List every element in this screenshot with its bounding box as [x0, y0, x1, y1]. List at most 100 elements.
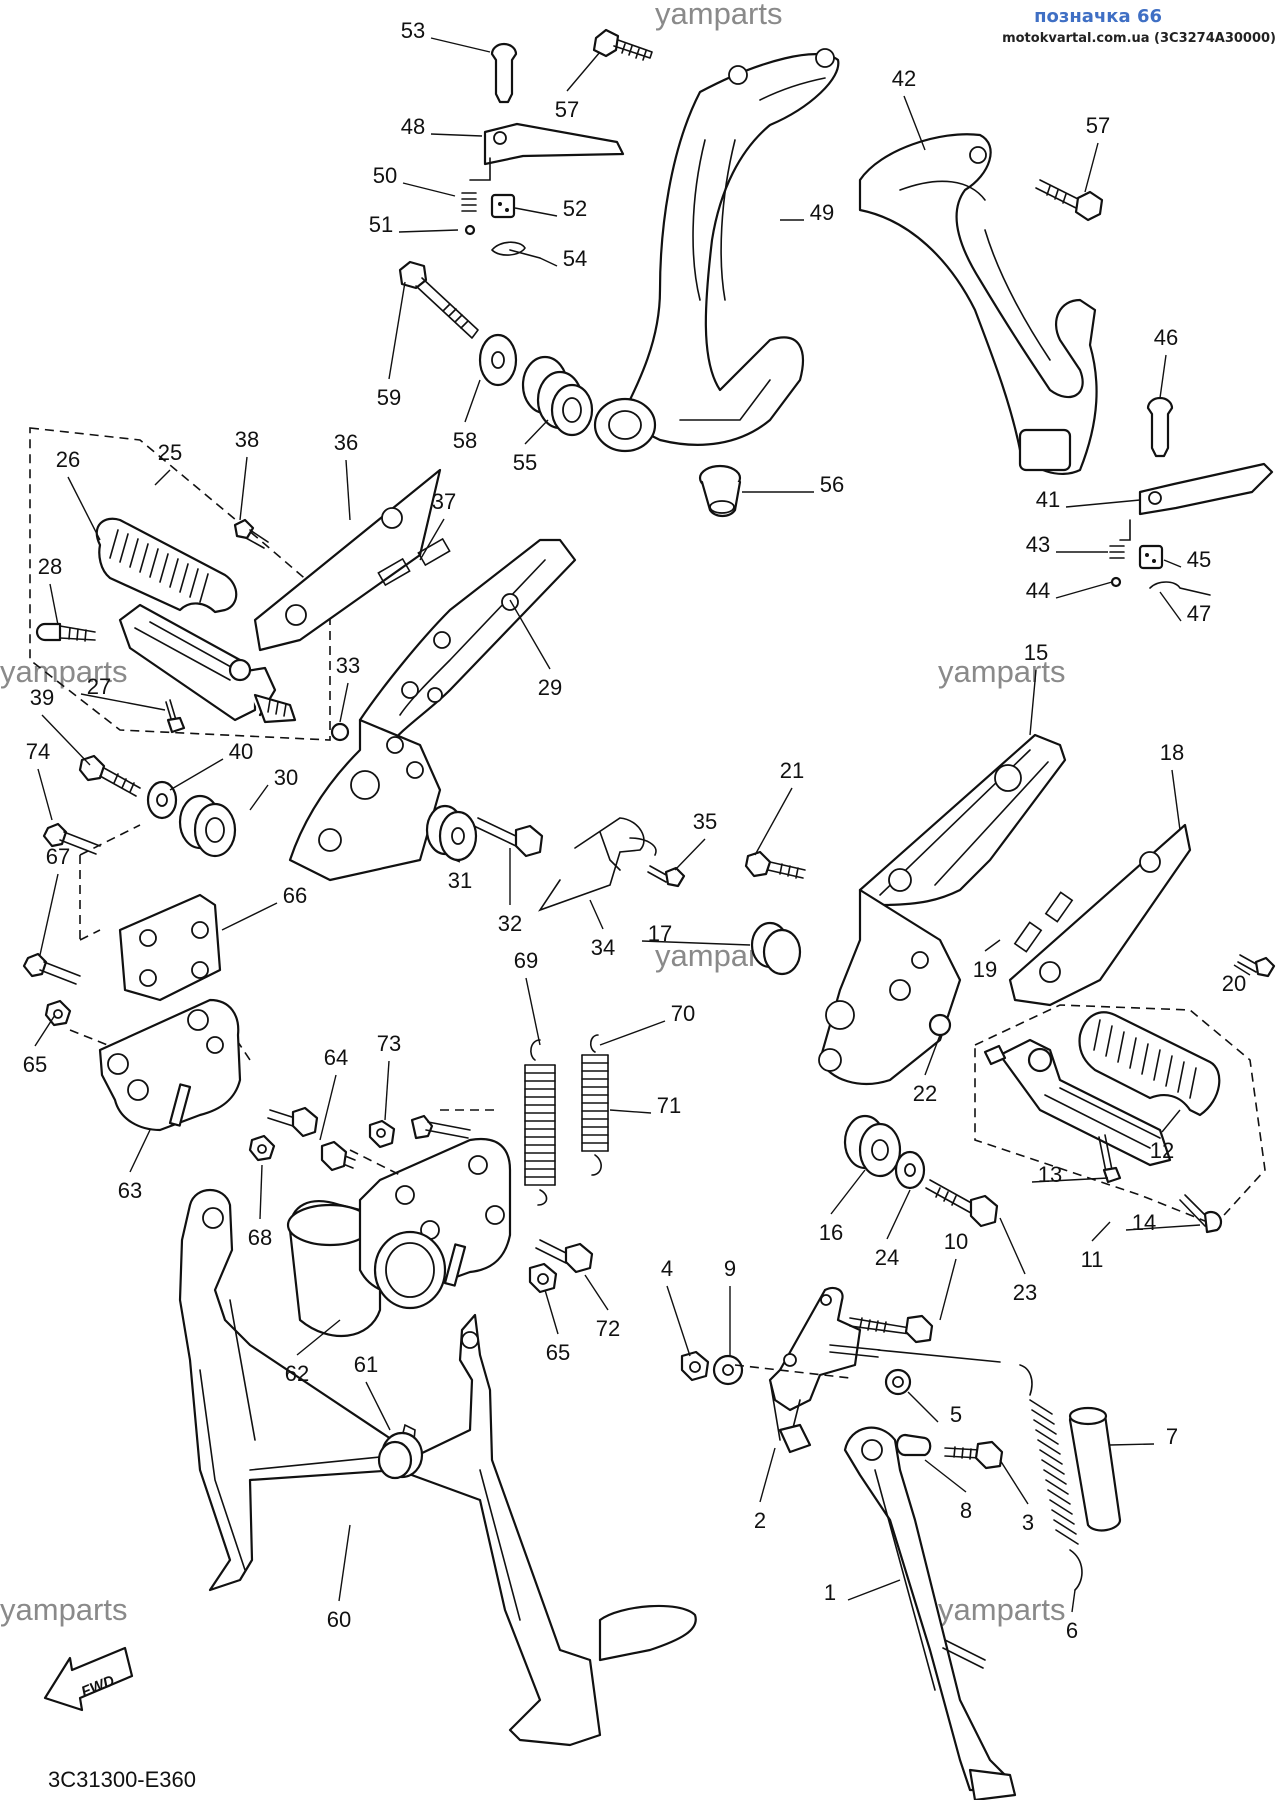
leader-line-p54: [539, 257, 558, 267]
washer-33: [330, 722, 350, 742]
leader-line-p16: [830, 1169, 866, 1215]
part-number-p36: 36: [334, 430, 358, 455]
washer-22: [928, 1013, 952, 1037]
part-number-p45: 45: [1187, 547, 1211, 572]
part-number-p65b: 65: [546, 1340, 570, 1365]
leader-line-p35: [674, 838, 706, 871]
leader-line-p10: [939, 1258, 957, 1321]
leader-line-p36: [345, 459, 351, 521]
bolt-57-right: [1035, 179, 1104, 222]
bolt-74: [42, 822, 101, 855]
part-number-p4: 4: [661, 1256, 673, 1281]
leader-line-p23: [999, 1217, 1026, 1275]
leader-lines: [34, 37, 1251, 1613]
watermark-bottom-right: yamparts: [938, 1592, 1065, 1627]
screw-35: [647, 865, 686, 888]
leader-line-p42: [903, 95, 926, 151]
leader-line-p61: [365, 1381, 391, 1431]
leader-line-p41: [1065, 499, 1141, 508]
leader-line-p70: [599, 1020, 666, 1046]
footrest-rubber-26: [95, 517, 238, 614]
leader-line-p66: [221, 902, 278, 931]
part-number-p42: 42: [892, 66, 916, 91]
leader-line-p13: [1031, 1177, 1109, 1183]
part-number-p43: 43: [1026, 532, 1050, 557]
leader-line-p67: [39, 873, 59, 956]
part-number-p39: 39: [30, 685, 54, 710]
part-number-p56: 56: [820, 472, 844, 497]
leader-line-p6: [1071, 1589, 1076, 1613]
part-number-p68: 68: [248, 1225, 272, 1250]
leader-line-p3: [999, 1459, 1029, 1505]
part-number-p22: 22: [913, 1081, 937, 1106]
cover-plate-66: [118, 893, 222, 1002]
part-number-p71: 71: [657, 1093, 681, 1118]
leader-line-p59: [388, 281, 406, 380]
leader-line-p11: [1091, 1221, 1111, 1242]
collar-56: [698, 464, 742, 518]
part-number-p3: 3: [1022, 1510, 1034, 1535]
part-number-p23: 23: [1013, 1280, 1037, 1305]
leader-line-p57a: [566, 51, 601, 92]
bolt-10: [849, 1314, 934, 1344]
passenger-peg-right-small-parts: [1109, 396, 1274, 596]
part-number-p31: 31: [448, 868, 472, 893]
leader-line-p1: [847, 1579, 901, 1601]
pin-14: [1179, 1194, 1223, 1234]
part-number-p33: 33: [336, 653, 360, 678]
screw-20: [1237, 954, 1276, 978]
leader-line-p7: [1109, 1443, 1155, 1446]
leader-line-p22: [924, 1034, 941, 1076]
part-number-p13: 13: [1038, 1162, 1062, 1187]
part-number-p65a: 65: [23, 1052, 47, 1077]
part-number-p67: 67: [46, 844, 70, 869]
part-number-p50: 50: [373, 163, 397, 188]
part-number-p15: 15: [1024, 640, 1048, 665]
part-number-p10: 10: [944, 1229, 968, 1254]
part-number-p61: 61: [354, 1352, 378, 1377]
leader-line-p72: [584, 1274, 609, 1311]
leader-line-p44: [1055, 581, 1113, 599]
leader-line-p63: [129, 1129, 151, 1173]
leader-line-p17: [641, 940, 751, 946]
leader-line-p40: [169, 758, 224, 791]
part-number-p64: 64: [324, 1045, 348, 1070]
nut-65-center: [528, 1262, 558, 1294]
leader-line-p64: [319, 1074, 337, 1141]
part-number-p51: 51: [369, 212, 393, 237]
leader-line-p65a: [34, 1014, 56, 1047]
nut-4: [680, 1350, 710, 1382]
part-number-p38: 38: [235, 427, 259, 452]
nut-65-left: [44, 999, 72, 1027]
part-number-p19: 19: [973, 957, 997, 982]
part-number-p11: 11: [1081, 1247, 1104, 1272]
leader-line-p33: [339, 682, 349, 723]
side-stand-axis-guide: [734, 1364, 851, 1379]
leader-line-p5: [907, 1391, 939, 1423]
part-number-p35: 35: [693, 809, 717, 834]
part-number-p72: 72: [596, 1316, 620, 1341]
part-number-p25: 25: [158, 440, 182, 465]
leader-line-p51: [398, 229, 459, 233]
leader-line-p37: [419, 518, 445, 561]
part-number-p2: 2: [754, 1508, 766, 1533]
leader-line-p62: [296, 1319, 341, 1356]
heel-plate-18: [1008, 823, 1192, 1007]
leader-line-p4: [666, 1285, 691, 1357]
leader-line-p20: [1233, 964, 1251, 976]
leader-line-p58: [464, 379, 481, 423]
leader-line-p65b: [544, 1289, 559, 1335]
leader-line-p26: [67, 476, 101, 541]
part-number-p9: 9: [724, 1256, 736, 1281]
part-number-p57b: 57: [1086, 113, 1110, 138]
part-number-p63: 63: [118, 1178, 142, 1203]
spring-71: [581, 1034, 609, 1176]
bolt-67: [22, 952, 81, 985]
leader-line-p15: [1029, 669, 1037, 736]
part-number-p69: 69: [514, 948, 538, 973]
leader-line-p2: [759, 1447, 776, 1503]
footrest-right: [983, 1038, 1172, 1167]
rod-holder-34: [537, 817, 657, 912]
bracket-63-guide: [69, 1014, 251, 1061]
